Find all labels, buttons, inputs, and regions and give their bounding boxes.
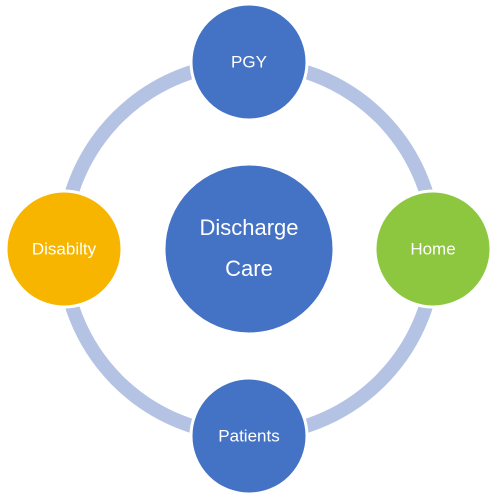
node-disability: Disabilty — [4, 189, 124, 309]
node-home: Home — [373, 189, 493, 309]
node-home-label: Home — [410, 239, 455, 258]
center-label-line1: Discharge — [199, 215, 298, 240]
node-pgy: PGY — [189, 2, 309, 122]
node-disability-label: Disabilty — [32, 239, 97, 258]
node-disability-circle — [4, 189, 124, 309]
node-home-circle — [373, 189, 493, 309]
node-pgy-circle — [189, 2, 309, 122]
center-label-line2: Care — [225, 256, 273, 281]
node-patients: Patients — [189, 376, 309, 496]
center-node: Discharge Care — [162, 162, 336, 336]
node-patients-circle — [189, 376, 309, 496]
center-circle — [162, 162, 336, 336]
node-patients-label: Patients — [218, 426, 279, 445]
node-pgy-label: PGY — [231, 52, 267, 71]
